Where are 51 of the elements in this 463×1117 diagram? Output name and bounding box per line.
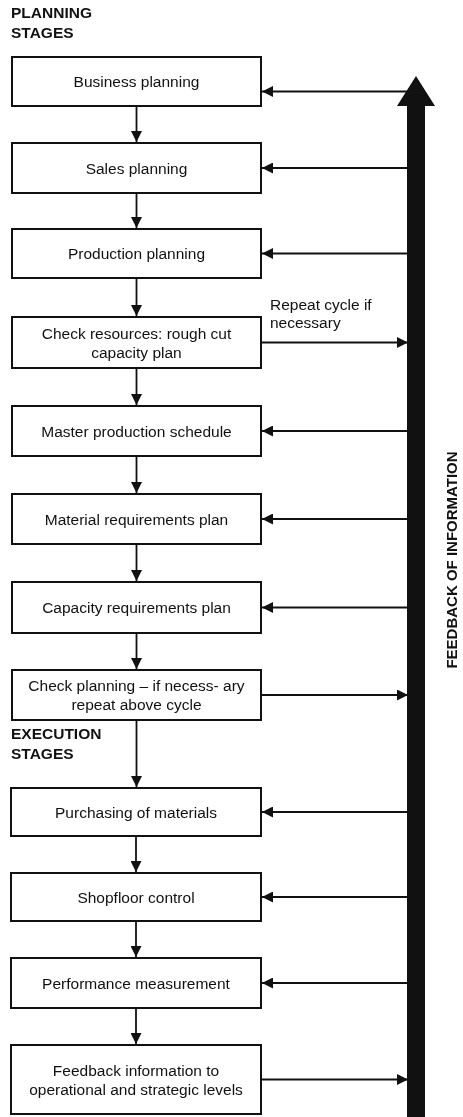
arrow <box>261 337 409 348</box>
process-box <box>10 872 262 922</box>
arrow <box>261 248 409 259</box>
arrow <box>261 1074 409 1085</box>
box-text: Master production schedule <box>41 421 232 441</box>
arrow <box>131 720 142 788</box>
arrow <box>131 544 142 582</box>
process-box <box>11 581 262 634</box>
arrow <box>261 86 409 97</box>
box-text: Production planning <box>68 244 205 263</box>
box-text: Material requirements plan <box>44 509 229 529</box>
box-text: Check resources: rough cut capacity plan <box>40 323 233 362</box>
arrow <box>131 278 142 317</box>
box-text: Feedback information to operational and strategic levels <box>28 1060 244 1099</box>
process-box <box>11 228 262 279</box>
arrow <box>261 602 409 613</box>
box-text: Check planning – if necess- ary repeat above cycle <box>27 676 246 714</box>
box-text: Purchasing of materials <box>55 802 217 822</box>
process-box <box>10 1044 262 1115</box>
process-box <box>11 405 262 457</box>
arrow <box>131 633 142 670</box>
process-box <box>11 56 262 107</box>
arrow <box>261 425 409 437</box>
process-box <box>11 316 262 369</box>
stage-heading: EXECUTION STAGES <box>11 724 103 764</box>
arrow <box>261 513 409 525</box>
process-box <box>10 957 262 1009</box>
box-text: Sales planning <box>85 158 188 178</box>
box-text: Business planning <box>73 72 200 91</box>
box-text: Capacity requirements plan <box>42 598 231 617</box>
arrow <box>131 368 142 406</box>
arrow <box>261 806 409 818</box>
arrow <box>130 1008 142 1045</box>
arrow <box>261 162 409 174</box>
process-box <box>10 787 262 837</box>
arrow <box>261 891 409 903</box>
arrow <box>261 689 409 701</box>
arrow <box>261 977 409 989</box>
arrow <box>131 456 142 494</box>
process-box <box>11 142 262 194</box>
vertical-label: FEEDBACK OF INFORMATION <box>442 451 460 669</box>
arrow <box>131 106 142 143</box>
box-text: Performance measurement <box>42 973 230 993</box>
process-box <box>11 669 262 721</box>
box-text: Shopfloor control <box>77 887 195 907</box>
arrow <box>130 836 142 873</box>
arrow <box>130 921 142 958</box>
arrow <box>131 193 142 229</box>
stage-heading: PLANNING STAGES <box>11 3 93 43</box>
process-box <box>11 493 262 545</box>
feedback-arrow-bar <box>397 76 435 1117</box>
